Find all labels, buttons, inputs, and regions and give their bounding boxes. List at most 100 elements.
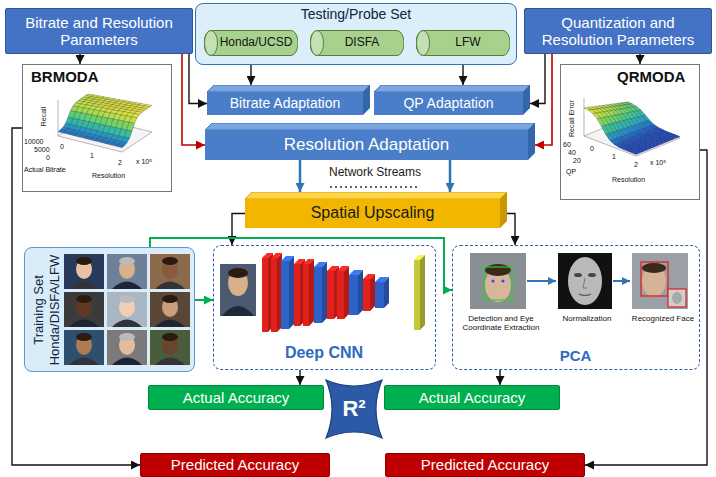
dataset-cylinder: LFW <box>416 30 510 56</box>
tick-label: 20 <box>573 157 581 164</box>
probe-set-panel: Honda/UCSDDISFALFWTesting/Probe Set <box>195 3 517 65</box>
cnn-layer <box>281 256 294 329</box>
plot-ground <box>560 64 700 200</box>
axis-label: Resolution <box>92 172 125 179</box>
slab-front <box>205 130 528 160</box>
detection-image <box>470 253 526 309</box>
slab-top <box>207 85 370 92</box>
surface-cell <box>117 144 125 147</box>
cnn-layer <box>337 266 349 319</box>
tick-label: 60 <box>563 141 571 148</box>
illustration-part <box>632 253 688 309</box>
illustration-part <box>262 258 268 332</box>
face-photo <box>107 292 147 327</box>
surface-cell <box>588 110 596 114</box>
illustration-part <box>119 257 135 265</box>
connector-arrow <box>507 214 515 246</box>
illustration-part <box>155 282 185 290</box>
node-label: R² <box>342 396 365 421</box>
brmoda-surface <box>58 94 152 152</box>
step-arrow <box>613 280 630 282</box>
tick-label: 0 <box>60 143 64 150</box>
face-photo <box>107 330 147 365</box>
stream-label: Network Streams <box>320 166 430 178</box>
plot-floor <box>584 118 680 156</box>
illustration-part <box>76 257 92 265</box>
illustration-part <box>491 279 494 282</box>
surface-cell <box>129 117 137 124</box>
cnn-layer <box>375 277 389 308</box>
illustration-part <box>363 279 370 311</box>
illustration-part <box>107 292 147 327</box>
plot-ground <box>22 64 172 192</box>
slab-top <box>245 192 507 199</box>
tick-label: 5000 <box>34 146 50 153</box>
illustration-part <box>119 333 135 341</box>
illustration-part <box>501 279 504 282</box>
r2-symbol: R² <box>324 378 384 440</box>
illustration-part <box>220 264 256 316</box>
panel-title: Deep CNN <box>214 344 434 362</box>
axis-label: Actual Bitrate <box>24 166 66 173</box>
illustration-part <box>150 292 190 327</box>
node-label: Bitrate and Resolution Parameters <box>12 14 186 49</box>
illustration-part <box>414 260 420 330</box>
connector-arrow <box>639 54 640 64</box>
illustration-part <box>558 253 612 309</box>
illustration-part <box>420 255 425 330</box>
illustration-part <box>588 273 596 277</box>
illustration-part <box>327 271 334 319</box>
face-photo <box>150 292 190 327</box>
upscaling-slab: Spatial Upscaling <box>245 192 507 228</box>
illustration-part <box>222 306 254 316</box>
tick-label: x 10⁵ <box>650 159 666 166</box>
cnn-layer <box>303 259 314 326</box>
tick-label: 1 <box>90 152 94 159</box>
illustration-part <box>271 258 277 332</box>
connector-arrow <box>585 150 707 465</box>
cnn-layer <box>271 253 282 332</box>
panel-caption: Detection and Eye Coordinate Extraction <box>455 314 547 332</box>
training-panel: Training Set Honda/DISFA/LFW <box>24 247 195 372</box>
illustration-part <box>162 257 178 265</box>
axis-label: Resolution <box>612 176 645 183</box>
prediction-box: Predicted Accuracy <box>140 453 330 477</box>
plot-title: BRMODA <box>31 68 99 85</box>
illustration-part <box>112 358 142 366</box>
illustration-part <box>568 257 602 305</box>
illustration-part <box>64 292 104 327</box>
illustration-part <box>579 294 591 296</box>
connector-arrow <box>195 299 213 301</box>
illustration-part <box>294 264 300 326</box>
normalized-face <box>558 253 612 309</box>
face-photo <box>150 330 190 365</box>
training-ground <box>24 247 195 372</box>
illustration-part <box>69 358 99 366</box>
step-arrow <box>527 280 556 282</box>
accuracy-box: Actual Accuracy <box>384 385 560 410</box>
illustration-part <box>672 292 682 304</box>
recognized-image <box>632 253 688 309</box>
illustration-part <box>641 262 668 296</box>
panel-title: Training Set Honda/DISFA/LFW <box>31 251 63 369</box>
pca-panel: Detection and Eye Coordinate ExtractionN… <box>452 245 700 370</box>
face-photo <box>64 254 104 289</box>
slab-front <box>207 92 363 115</box>
node-label: Quantization and Resolution Parameters <box>531 14 705 49</box>
tick-label: 0 <box>46 154 50 161</box>
adaptation-slab: Resolution Adaptation <box>205 123 535 160</box>
node-label: Actual Accuracy <box>183 389 290 406</box>
node-label: LFW <box>455 36 480 50</box>
illustration-part <box>309 259 314 326</box>
illustration-part <box>470 253 526 309</box>
illustration-part <box>112 320 142 328</box>
illustration-part <box>337 271 344 319</box>
tick-label: x 10⁵ <box>136 158 152 165</box>
face-photo <box>64 330 104 365</box>
illustration-part <box>642 263 666 273</box>
node-label: Bitrate Adaptation <box>230 95 341 111</box>
cylinder-body <box>416 31 510 56</box>
slab-top <box>374 85 530 92</box>
cnn-layer <box>314 262 327 323</box>
